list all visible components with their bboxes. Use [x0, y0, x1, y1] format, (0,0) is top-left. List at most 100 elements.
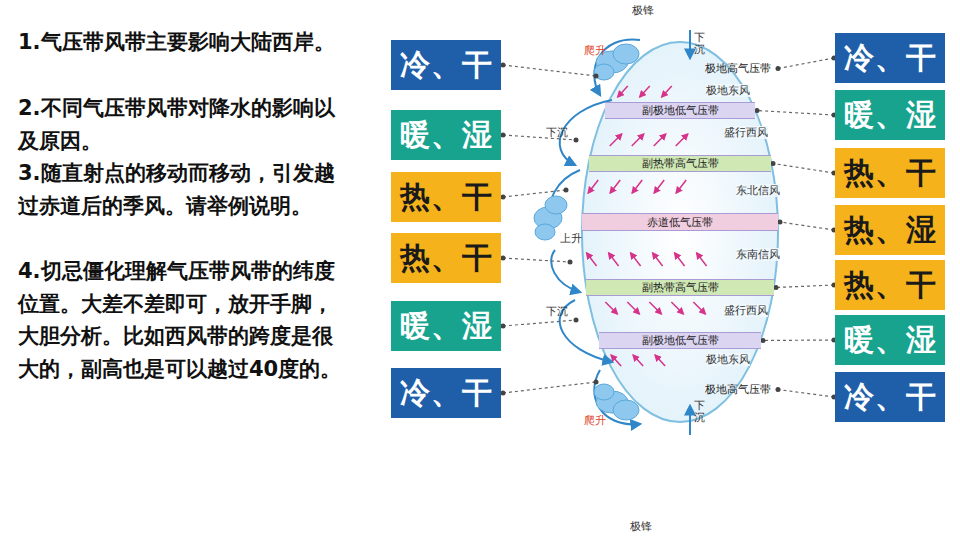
climate-box: 热、干	[835, 148, 945, 198]
process-label: 下沉	[694, 400, 705, 424]
wind-arrow	[654, 134, 666, 146]
wind-arrow	[654, 180, 664, 193]
wind-arrow	[697, 253, 707, 266]
wind-arrow	[649, 302, 661, 314]
wind-arrow	[627, 302, 639, 314]
pressure-belt: 极地高气压带	[700, 60, 776, 77]
pressure-belt: 副热带高气压带	[586, 279, 774, 296]
leader-connector	[773, 164, 834, 174]
wind-label: 东南信风	[736, 248, 780, 261]
climate-box: 冷、干	[835, 33, 945, 83]
climate-box: 热、湿	[835, 205, 945, 255]
wind-arrow	[693, 302, 705, 314]
note-text: 2.不同气压带风带对降水的影响以及原因。	[18, 92, 353, 157]
node-text: 赤道低气压带	[647, 215, 713, 230]
climate-box: 热、干	[391, 172, 501, 222]
process-label: 爬升	[584, 414, 606, 427]
leader-connector	[763, 339, 834, 341]
wind-arrow	[671, 302, 683, 314]
pressure-belt: 副极地低气压带	[605, 102, 755, 119]
circulation-cells	[551, 30, 690, 435]
climate-box: 暖、湿	[835, 315, 945, 365]
pressure-belt: 副热带高气压带	[589, 155, 771, 172]
wind-arrow	[632, 134, 644, 146]
wind-arrow	[611, 355, 621, 366]
leader-connector	[780, 222, 834, 230]
cloud-symbols	[534, 44, 639, 420]
wind-label: 东北信风	[736, 184, 780, 197]
note-text: 4.切忌僵化理解气压带风带的纬度位置。大差不差即可，放开手脚，大胆分析。比如西风…	[18, 255, 353, 385]
node-text: 暖、湿	[400, 115, 493, 156]
wind-label: 盛行西风	[724, 126, 768, 139]
climate-box: 热、干	[391, 233, 501, 283]
wind-label: 盛行西风	[724, 304, 768, 317]
wind-arrow	[662, 86, 672, 97]
node-text: 热、干	[844, 265, 937, 306]
node-text: 极地高气压带	[705, 61, 771, 76]
node-text: 副极地低气压带	[642, 333, 719, 348]
note-text: 1.气压带风带主要影响大陆西岸。	[18, 26, 353, 59]
wind-arrow	[655, 355, 665, 366]
wind-arrow	[631, 253, 641, 266]
pressure-belt: 副极地低气压带	[599, 332, 761, 349]
pressure-belt: 极地高气压带	[700, 381, 776, 398]
wind-arrow	[640, 86, 650, 97]
wind-arrow	[676, 134, 688, 146]
leader-connector	[778, 390, 834, 398]
wind-arrow	[676, 180, 686, 193]
wind-label: 极地东风	[706, 84, 750, 97]
node-text: 冷、干	[844, 38, 937, 79]
node-text: 暖、湿	[400, 306, 493, 347]
process-label: 下沉	[694, 32, 705, 56]
process-label: 极锋	[632, 4, 654, 17]
process-label: 极锋	[630, 520, 652, 533]
wind-arrow	[610, 180, 620, 193]
leader-connector	[776, 285, 834, 288]
wind-arrow	[588, 180, 598, 193]
process-label: 下沉	[546, 126, 568, 139]
wind-arrow	[633, 355, 643, 366]
climate-box: 暖、湿	[835, 90, 945, 140]
wind-arrow	[632, 180, 642, 193]
leader-dot	[771, 161, 776, 166]
leader-dot	[774, 285, 779, 290]
node-text: 副极地低气压带	[642, 103, 719, 118]
node-text: 极地高气压带	[705, 382, 771, 397]
climate-box: 冷、干	[391, 368, 501, 418]
note-text: 3.随直射点的移动而移动，引发越过赤道后的季风。请举例说明。	[18, 157, 353, 222]
climate-box: 热、干	[835, 260, 945, 310]
climate-box: 冷、干	[835, 372, 945, 422]
wind-arrow	[605, 302, 617, 314]
wind-arrow	[653, 253, 663, 266]
node-text: 副热带高气压带	[642, 156, 719, 171]
leader-dot	[776, 66, 781, 71]
node-text: 暖、湿	[844, 95, 937, 136]
wind-arrow	[610, 134, 622, 146]
node-text: 热、干	[400, 177, 493, 218]
process-label: 爬升	[584, 44, 606, 57]
climate-box: 暖、湿	[391, 110, 501, 160]
node-text: 冷、干	[400, 45, 493, 86]
node-text: 冷、干	[844, 377, 937, 418]
leader-dot	[778, 220, 783, 225]
wind-label: 极地东风	[706, 353, 750, 366]
climate-box: 暖、湿	[391, 301, 501, 351]
leader-dot	[755, 108, 760, 113]
node-text: 副热带高气压带	[642, 280, 719, 295]
node-text: 冷、干	[400, 373, 493, 414]
globe-outline	[582, 42, 778, 422]
node-text: 热、干	[844, 153, 937, 194]
wind-arrow	[609, 253, 619, 266]
process-label: 上升	[560, 232, 582, 245]
leader-connector	[757, 111, 834, 116]
leader-dot	[761, 338, 766, 343]
leader-dot	[776, 387, 781, 392]
leader-connector	[778, 58, 834, 69]
pressure-belt: 赤道低气压带	[582, 213, 778, 231]
wind-arrow	[587, 253, 597, 266]
node-text: 热、干	[400, 238, 493, 279]
wind-arrow	[618, 86, 628, 97]
climate-box: 冷、干	[391, 40, 501, 90]
wind-arrow	[675, 253, 685, 266]
node-text: 热、湿	[844, 210, 937, 251]
